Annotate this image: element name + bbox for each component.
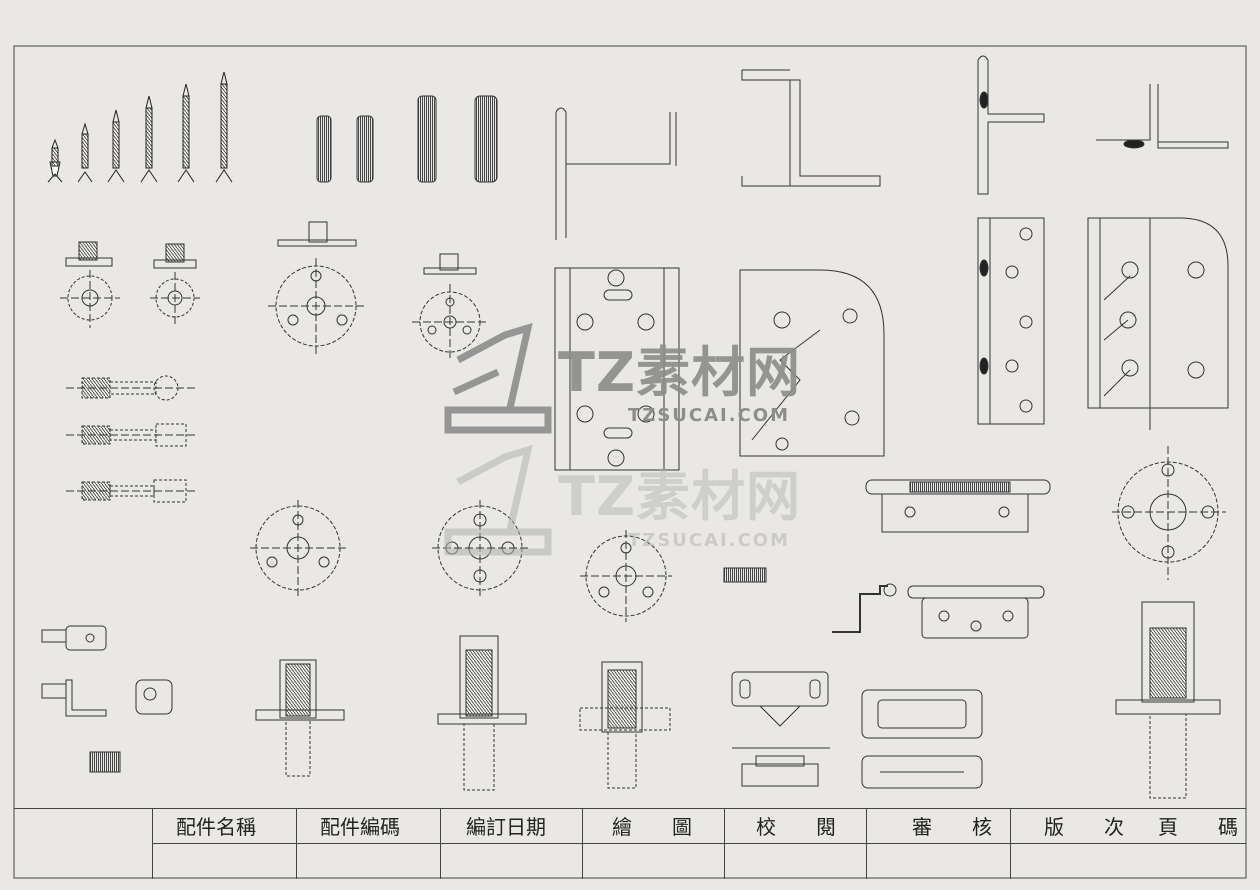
dowel	[356, 115, 374, 183]
threaded-inserts-group	[255, 601, 1221, 799]
watermark-logo-icon	[444, 322, 552, 434]
sheet-border	[13, 45, 1247, 879]
dowels-group	[316, 95, 498, 183]
hinges-group	[554, 69, 885, 471]
watermark-url: TZSUCAI.COM	[628, 530, 791, 551]
screw	[140, 95, 158, 183]
dowel	[417, 95, 437, 183]
watermark-brand: TZ素材网	[558, 341, 801, 404]
watermark-brand: TZ素材网	[558, 465, 801, 528]
screw	[47, 138, 63, 183]
title-label-revision: 版 次	[1044, 815, 1124, 839]
title-label-page: 頁 碼	[1158, 815, 1238, 839]
latches-group	[731, 671, 983, 789]
watermark	[444, 322, 552, 556]
title-label-date: 編訂日期	[466, 815, 546, 839]
title-label-part-code: 配件編碼	[320, 815, 400, 839]
watermark-logo-icon	[444, 444, 552, 556]
shelf-supports-group	[41, 625, 173, 773]
screw	[177, 83, 195, 183]
title-block	[14, 808, 1246, 879]
title-label-drawn: 繪 圖	[612, 815, 692, 839]
title-label-approved: 審 核	[912, 815, 992, 839]
watermark-url: TZSUCAI.COM	[628, 405, 791, 426]
brackets-group	[977, 55, 1229, 430]
dowel	[316, 115, 332, 183]
cam-connectors-group	[66, 375, 198, 503]
title-label-part-name: 配件名稱	[176, 815, 256, 839]
flag-hinges-group	[832, 479, 1051, 639]
screw	[77, 122, 93, 183]
title-label-checked: 校 閱	[756, 815, 836, 839]
screws-group	[47, 71, 233, 183]
disc-flanges-group	[250, 446, 1226, 622]
screw	[215, 71, 233, 183]
small-dowel	[723, 567, 767, 583]
screw	[107, 109, 125, 183]
flange-plates-group	[268, 221, 488, 360]
tee-nuts-group	[60, 241, 200, 328]
dowel	[474, 95, 498, 183]
